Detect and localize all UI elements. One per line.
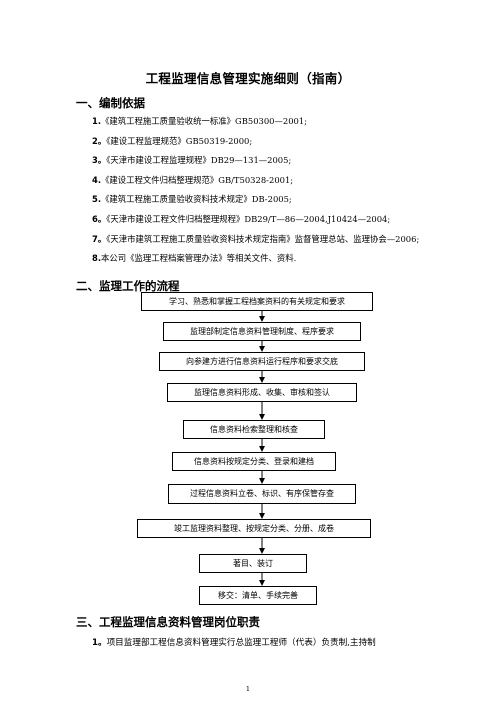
basis-item: 2。《建设工程监理规范》GB50319-2000; [92,135,253,146]
basis-item: 3。《天津市建设工程监理规程》DB29—131—2005; [92,155,292,166]
flow-step-briefing: 向参建方进行信息资料运行程序和要求交底 [159,352,365,371]
basis-list: 1.《建筑工程施工质量验收统一标准》GB50300—2001; 2。《建设工程监… [64,112,436,269]
flow-step-handover: 移交：清单、手续完善 [199,586,317,605]
basis-item: 1.《建筑工程施工质量验收统一标准》GB50300—2001; [92,116,308,126]
flow-step-learn-requirements: 学习、熟悉和掌握工程档案资料的有关规定和要求 [141,292,373,311]
page-title: 工程监理信息管理实施细则（指南） [145,71,351,86]
section-heading-basis: 一、编制依据 [76,96,145,110]
duty-item: 1。项目监理部工程信息资料管理实行总监理工程师（代表）负责制,主持制 [92,638,376,648]
section-heading-duties: 三、工程监理信息资料管理岗位职责 [76,615,260,629]
flow-step-set-rules: 监理部制定信息资料管理制度、程序要求 [163,322,361,341]
basis-item: 7。《天津市建筑工程施工质量验收资料技术规定指南》监督管理总站、监理协会—200… [92,233,420,244]
basis-item: 4.《建设工程文件归档整理规范》GB/T50328-2001; [92,174,294,185]
flow-step-completion-archive: 竣工监理资料整理、按规定分类、分册、成卷 [137,519,371,538]
section-heading-workflow: 二、监理工作的流程 [76,279,180,293]
basis-item: 5.《建筑工程施工质量验收资料技术规定》DB-2005; [92,194,292,205]
flow-step-collect-review: 监理信息资料形成、收集、审核和签认 [167,383,357,402]
page-number: 1 [245,685,251,693]
flow-step-file-store: 过程信息资料立卷、标识、有序保管存查 [168,484,356,504]
flow-step-catalog-bind: 著目、装订 [199,554,307,573]
flow-step-retrieval-check: 信息资料检索整理和核查 [183,420,325,439]
basis-item: 6。《天津市建设工程文件归档整理规程》DB29/T—86—2004,J10424… [92,213,391,224]
basis-item: 8.本公司《监理工程档案管理办法》等相关文件、资料. [92,253,297,264]
flow-step-classify-register: 信息资料按规定分类、登录和建档 [172,452,336,471]
